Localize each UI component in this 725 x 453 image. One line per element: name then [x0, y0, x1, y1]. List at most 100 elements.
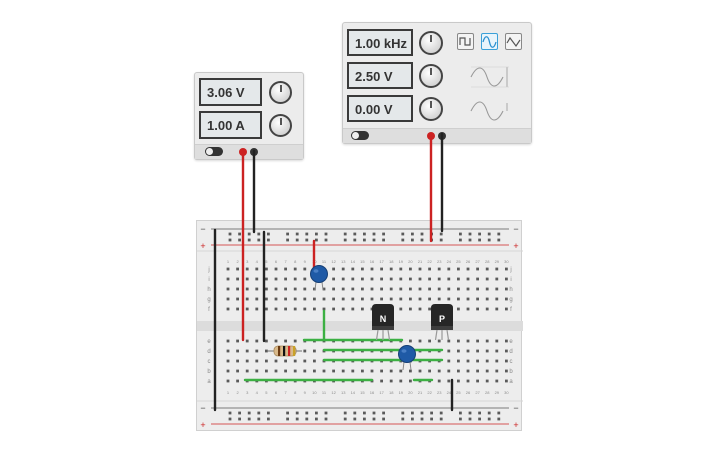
- bottom-rail-b-hole[interactable]: [372, 417, 376, 421]
- hole-b[interactable]: [447, 369, 451, 373]
- hole-b[interactable]: [466, 369, 470, 373]
- hole-j[interactable]: [495, 267, 499, 271]
- top-rail-b-hole[interactable]: [305, 238, 309, 242]
- top-rail-a-hole[interactable]: [247, 232, 251, 236]
- bottom-rail-b-hole[interactable]: [238, 417, 241, 421]
- hole-i[interactable]: [255, 277, 259, 281]
- hole-g[interactable]: [485, 297, 489, 301]
- hole-h[interactable]: [284, 287, 287, 291]
- hole-g[interactable]: [389, 297, 393, 301]
- hole-j[interactable]: [361, 267, 364, 271]
- top-rail-a-hole[interactable]: [382, 232, 385, 236]
- top-rail-a-hole[interactable]: [411, 232, 414, 236]
- hole-i[interactable]: [409, 277, 412, 281]
- hole-h[interactable]: [245, 287, 249, 291]
- hole-j[interactable]: [505, 267, 508, 271]
- hole-c[interactable]: [313, 359, 316, 363]
- hole-i[interactable]: [495, 277, 499, 281]
- dc-power-supply[interactable]: 3.06 V 1.00 A: [194, 72, 304, 160]
- hole-g[interactable]: [399, 297, 403, 301]
- hole-f[interactable]: [457, 307, 460, 311]
- bottom-rail-a-hole[interactable]: [315, 411, 318, 415]
- top-rail-b-hole[interactable]: [343, 238, 347, 242]
- bottom-rail-a-hole[interactable]: [343, 411, 347, 415]
- top-rail-b-hole[interactable]: [238, 238, 241, 242]
- top-rail-a-hole[interactable]: [497, 232, 501, 236]
- hole-g[interactable]: [437, 297, 441, 301]
- hole-b[interactable]: [457, 369, 460, 373]
- hole-g[interactable]: [447, 297, 451, 301]
- hole-h[interactable]: [466, 287, 470, 291]
- hole-f[interactable]: [418, 307, 422, 311]
- top-rail-b-hole[interactable]: [315, 238, 318, 242]
- hole-j[interactable]: [255, 267, 259, 271]
- bottom-rail-b-hole[interactable]: [497, 417, 501, 421]
- hole-h[interactable]: [399, 287, 403, 291]
- hole-a[interactable]: [226, 379, 230, 383]
- bottom-rail-a-hole[interactable]: [228, 411, 232, 415]
- hole-j[interactable]: [265, 267, 268, 271]
- bottom-rail-b-hole[interactable]: [305, 417, 309, 421]
- hole-j[interactable]: [332, 267, 335, 271]
- hole-i[interactable]: [418, 277, 422, 281]
- bottom-rail-a-hole[interactable]: [497, 411, 501, 415]
- top-rail-a-hole[interactable]: [228, 232, 232, 236]
- top-rail-a-hole[interactable]: [353, 232, 357, 236]
- top-rail-a-hole[interactable]: [468, 232, 472, 236]
- hole-a[interactable]: [505, 379, 508, 383]
- hole-e[interactable]: [505, 339, 508, 343]
- ceramic-capacitor-2[interactable]: [398, 345, 416, 363]
- hole-h[interactable]: [418, 287, 422, 291]
- hole-a[interactable]: [466, 379, 470, 383]
- hole-e[interactable]: [437, 339, 441, 343]
- hole-f[interactable]: [236, 307, 239, 311]
- hole-b[interactable]: [428, 369, 431, 373]
- hole-i[interactable]: [226, 277, 230, 281]
- hole-g[interactable]: [495, 297, 499, 301]
- hole-b[interactable]: [313, 369, 316, 373]
- hole-j[interactable]: [409, 267, 412, 271]
- hole-j[interactable]: [284, 267, 287, 271]
- hole-f[interactable]: [274, 307, 278, 311]
- hole-h[interactable]: [495, 287, 499, 291]
- hole-b[interactable]: [226, 369, 230, 373]
- hole-j[interactable]: [485, 267, 489, 271]
- hole-a[interactable]: [485, 379, 489, 383]
- hole-j[interactable]: [274, 267, 278, 271]
- bottom-rail-a-hole[interactable]: [247, 411, 251, 415]
- bottom-rail-b-hole[interactable]: [459, 417, 462, 421]
- hole-f[interactable]: [265, 307, 268, 311]
- bottom-rail-b-hole[interactable]: [382, 417, 385, 421]
- hole-j[interactable]: [226, 267, 230, 271]
- bottom-rail-a-hole[interactable]: [295, 411, 299, 415]
- hole-g[interactable]: [466, 297, 470, 301]
- hole-c[interactable]: [303, 359, 307, 363]
- hole-a[interactable]: [437, 379, 441, 383]
- hole-f[interactable]: [399, 307, 403, 311]
- hole-c[interactable]: [274, 359, 278, 363]
- hole-f[interactable]: [428, 307, 431, 311]
- hole-f[interactable]: [284, 307, 287, 311]
- frequency-knob[interactable]: [419, 31, 443, 55]
- hole-c[interactable]: [245, 359, 249, 363]
- hole-a[interactable]: [457, 379, 460, 383]
- bottom-rail-a-hole[interactable]: [478, 411, 481, 415]
- hole-d[interactable]: [457, 349, 460, 353]
- bottom-rail-a-hole[interactable]: [324, 411, 328, 415]
- bottom-rail-b-hole[interactable]: [487, 417, 491, 421]
- hole-f[interactable]: [341, 307, 345, 311]
- hole-i[interactable]: [466, 277, 470, 281]
- hole-b[interactable]: [437, 369, 441, 373]
- hole-g[interactable]: [428, 297, 431, 301]
- hole-h[interactable]: [303, 287, 307, 291]
- hole-d[interactable]: [255, 349, 259, 353]
- hole-j[interactable]: [447, 267, 451, 271]
- hole-b[interactable]: [409, 369, 412, 373]
- hole-f[interactable]: [303, 307, 307, 311]
- hole-c[interactable]: [255, 359, 259, 363]
- bottom-rail-a-hole[interactable]: [305, 411, 309, 415]
- hole-g[interactable]: [409, 297, 412, 301]
- hole-e[interactable]: [447, 339, 451, 343]
- power-switch[interactable]: [205, 147, 223, 156]
- hole-a[interactable]: [409, 379, 412, 383]
